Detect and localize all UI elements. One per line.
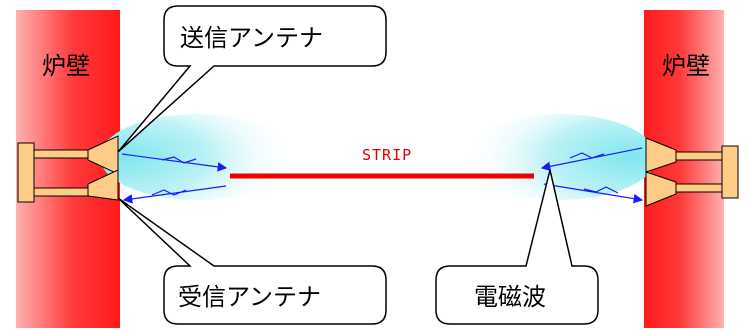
em-wave-label: 電磁波 xyxy=(474,283,546,311)
wave-arrow xyxy=(122,185,227,204)
left-wave-arrows xyxy=(121,153,228,204)
left-beam xyxy=(100,114,296,200)
left-wall-label: 炉壁 xyxy=(42,52,90,80)
wave-zigzag xyxy=(583,186,619,194)
right-horn-lower xyxy=(645,171,677,207)
strip-label: STRIP xyxy=(362,146,412,164)
transmit-antenna-label: 送信アンテナ xyxy=(180,24,323,52)
left-receive-horn xyxy=(87,169,119,201)
wave-zigzag xyxy=(151,189,187,196)
wave-arrow xyxy=(543,183,644,204)
em-wave-callout: 電磁波 xyxy=(435,169,599,325)
receive-antenna-callout: 受信アンテナ xyxy=(117,197,387,325)
right-wave-arrows xyxy=(540,147,644,204)
right-wall xyxy=(644,10,724,328)
right-wall-label: 炉壁 xyxy=(662,52,710,80)
right-antenna-assembly xyxy=(645,137,739,207)
wave-zigzag xyxy=(569,152,605,159)
wave-zigzag xyxy=(161,156,197,164)
wave-arrow xyxy=(121,153,228,172)
transmit-antenna-callout: 送信アンテナ xyxy=(117,5,387,153)
receive-antenna-label: 受信アンテナ xyxy=(178,283,321,311)
left-antenna-assembly xyxy=(17,135,119,203)
